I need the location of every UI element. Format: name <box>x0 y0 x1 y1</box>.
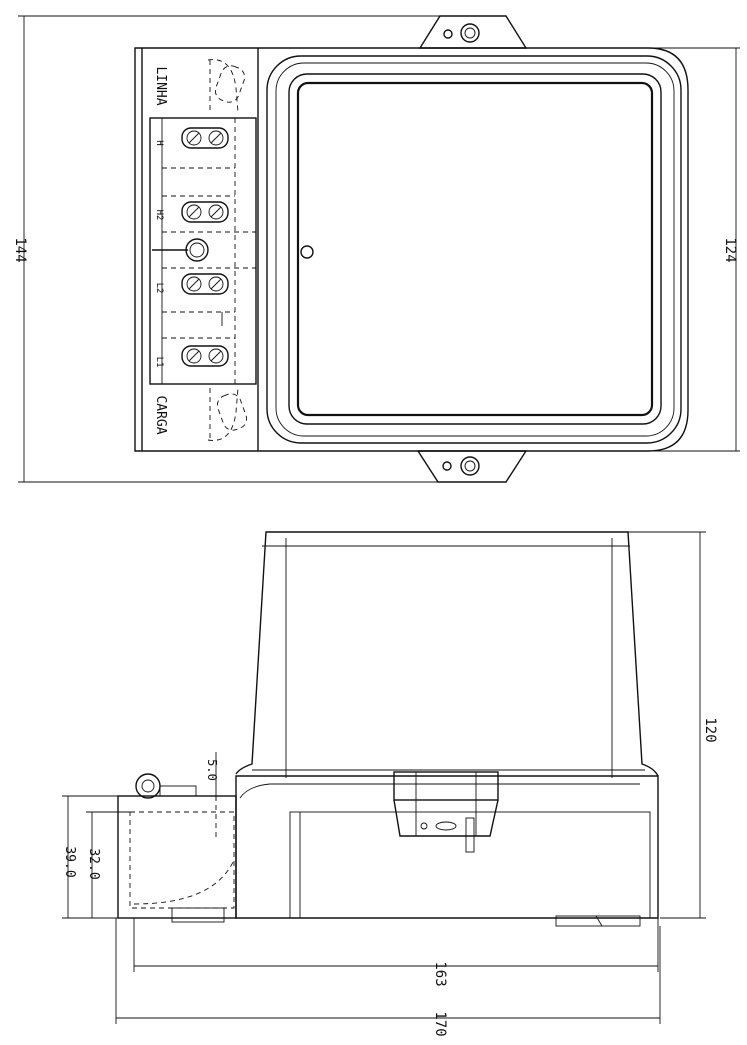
display-window <box>296 81 654 417</box>
terminal-screws <box>181 127 229 367</box>
bottom-mounting-ear <box>416 450 528 483</box>
top-view: 144 124 <box>12 15 740 483</box>
side-view: 120 5.0 32.0 39.0 163 170 <box>62 531 718 1037</box>
cover-outer <box>266 55 682 444</box>
base-profile <box>235 775 659 919</box>
dim-120: 120 <box>702 717 718 742</box>
dim-32: 32.0 <box>86 848 101 879</box>
top-mounting-ear <box>418 15 528 49</box>
dim-124: 124 <box>722 237 738 262</box>
cover-screw-icon <box>300 245 314 259</box>
terminal-code-3: L2 <box>154 283 164 294</box>
dim-39: 39.0 <box>62 846 77 877</box>
label-carga: CARGA <box>153 395 168 434</box>
dim-163: 163 <box>432 961 448 986</box>
label-linha: LINHA <box>153 66 168 105</box>
center-latch <box>393 771 499 853</box>
seal-guides <box>207 59 248 441</box>
dim-5: 5.0 <box>205 759 219 781</box>
terminal-code-1: H <box>154 140 164 145</box>
ear-hole-icon <box>443 29 453 39</box>
terminal-cover <box>117 773 237 923</box>
foot-right <box>555 915 641 927</box>
neutral-screw-icon <box>185 238 209 262</box>
dim-144: 144 <box>12 237 28 262</box>
terminal-code-2: H2 <box>154 210 164 221</box>
terminal-block <box>149 117 257 385</box>
ear-hole-icon <box>442 461 452 471</box>
dim-170: 170 <box>432 1011 448 1036</box>
cover-profile <box>235 531 659 777</box>
meter-body-outline <box>134 47 689 452</box>
terminal-code-4: L1 <box>154 357 164 368</box>
